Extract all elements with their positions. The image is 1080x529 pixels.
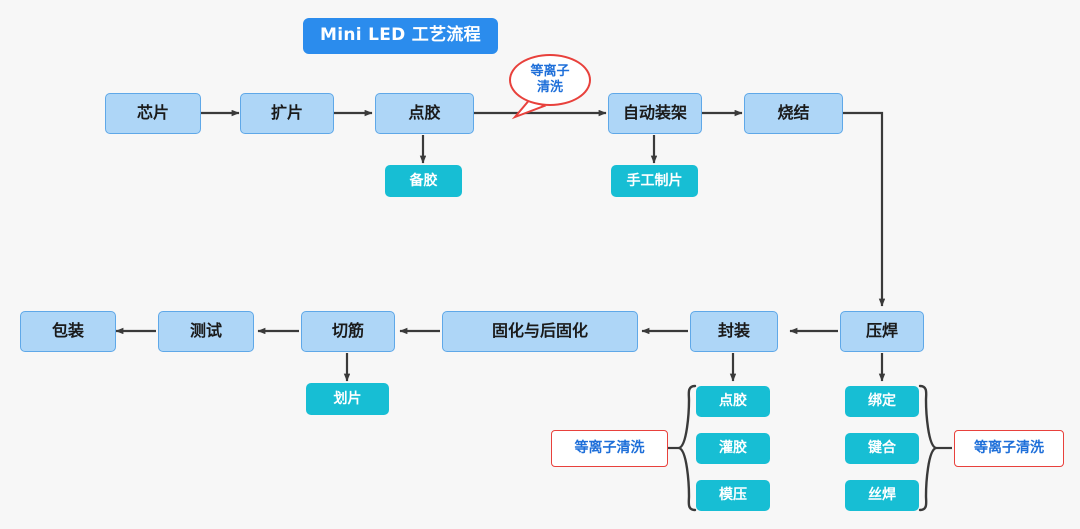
- plasma-clean-bubble: 等离子 清洗: [509, 54, 591, 106]
- process-dispense[interactable]: 点胶: [375, 93, 474, 134]
- process-trim[interactable]: 切筋: [301, 311, 395, 352]
- branch-glue-prep[interactable]: 备胶: [385, 165, 462, 197]
- process-expand[interactable]: 扩片: [240, 93, 334, 134]
- branch-manual-sheet[interactable]: 手工制片: [611, 165, 698, 197]
- process-chip[interactable]: 芯片: [105, 93, 201, 134]
- bond-item-wire-bond[interactable]: 丝焊: [845, 480, 919, 511]
- bubble-line-1: 等离子: [530, 64, 570, 80]
- process-auto-mount[interactable]: 自动装架: [608, 93, 702, 134]
- encap-item-potting[interactable]: 灌胶: [696, 433, 770, 464]
- encap-item-dispense[interactable]: 点胶: [696, 386, 770, 417]
- plasma-clean-bubble-label: 等离子 清洗: [530, 64, 569, 95]
- bond-item-bonding[interactable]: 键合: [845, 433, 919, 464]
- bubble-line-2: 清洗: [536, 80, 563, 95]
- bond-item-die-bond[interactable]: 绑定: [845, 386, 919, 417]
- branch-scribe[interactable]: 划片: [306, 383, 389, 415]
- process-packaging[interactable]: 包装: [20, 311, 116, 352]
- encap-plasma-clean-callout: 等离子清洗: [551, 430, 668, 467]
- process-sinter[interactable]: 烧结: [744, 93, 843, 134]
- process-encapsulation[interactable]: 封装: [690, 311, 778, 352]
- process-cure[interactable]: 固化与后固化: [442, 311, 638, 352]
- encap-item-molding[interactable]: 模压: [696, 480, 770, 511]
- process-press-weld[interactable]: 压焊: [840, 311, 924, 352]
- process-testing[interactable]: 测试: [158, 311, 254, 352]
- bond-plasma-clean-callout: 等离子清洗: [954, 430, 1064, 467]
- page-title: Mini LED 工艺流程: [303, 18, 498, 54]
